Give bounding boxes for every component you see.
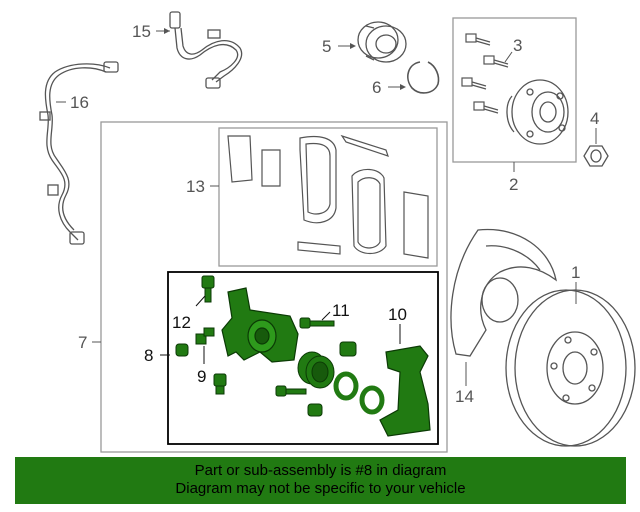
part-12-bolt xyxy=(201,275,215,303)
callout-3: 3 xyxy=(513,36,522,55)
callout-7: 7 xyxy=(78,333,87,352)
part-16-wheel-speed-sensor xyxy=(39,61,119,245)
callout-5: 5 xyxy=(322,37,331,56)
part-2-wheel-hub xyxy=(506,79,569,145)
part-10-caliper-bracket xyxy=(379,345,431,437)
part-4-hub-nut xyxy=(583,145,609,167)
callout-11: 11 xyxy=(332,301,350,320)
callout-10: 10 xyxy=(388,305,407,324)
part-15-brake-hose xyxy=(169,11,243,89)
callout-13: 13 xyxy=(186,177,205,196)
callout-15: 15 xyxy=(132,22,151,41)
part-3-wheel-studs xyxy=(461,33,509,114)
callout-2: 2 xyxy=(509,175,518,194)
part-8-caliper-box xyxy=(167,271,439,445)
callout-14: 14 xyxy=(455,387,474,406)
part-13-brake-pad-box xyxy=(218,127,438,267)
callout-8: 8 xyxy=(144,346,153,365)
part-1-brake-rotor xyxy=(505,289,636,447)
part-5-wheel-bearing xyxy=(357,21,407,63)
part-8-piston xyxy=(297,351,335,389)
callout-12: 12 xyxy=(172,313,191,332)
callout-6: 6 xyxy=(372,78,381,97)
part-8-caliper-body xyxy=(221,287,299,363)
part-13-brake-pads xyxy=(227,134,429,259)
part-9-bleeder-screw xyxy=(175,327,227,395)
callout-9: 9 xyxy=(197,367,206,386)
callout-1: 1 xyxy=(571,263,580,282)
part-14-dust-shield xyxy=(450,228,557,357)
part-11-guide-pin xyxy=(275,317,357,417)
part-8-seals xyxy=(333,371,385,415)
banner-line-2: Diagram may not be specific to your vehi… xyxy=(175,480,466,497)
callout-16: 16 xyxy=(70,93,89,112)
part-6-snap-ring xyxy=(407,61,440,94)
banner-line-1: Part or sub-assembly is #8 in diagram xyxy=(194,462,447,479)
callout-4: 4 xyxy=(590,109,599,128)
part-7-caliper-assembly-box xyxy=(100,121,448,453)
info-banner: Part or sub-assembly is #8 in diagram Di… xyxy=(15,457,626,504)
parts-diagram: 16 15 5 6 3 2 xyxy=(39,11,636,453)
